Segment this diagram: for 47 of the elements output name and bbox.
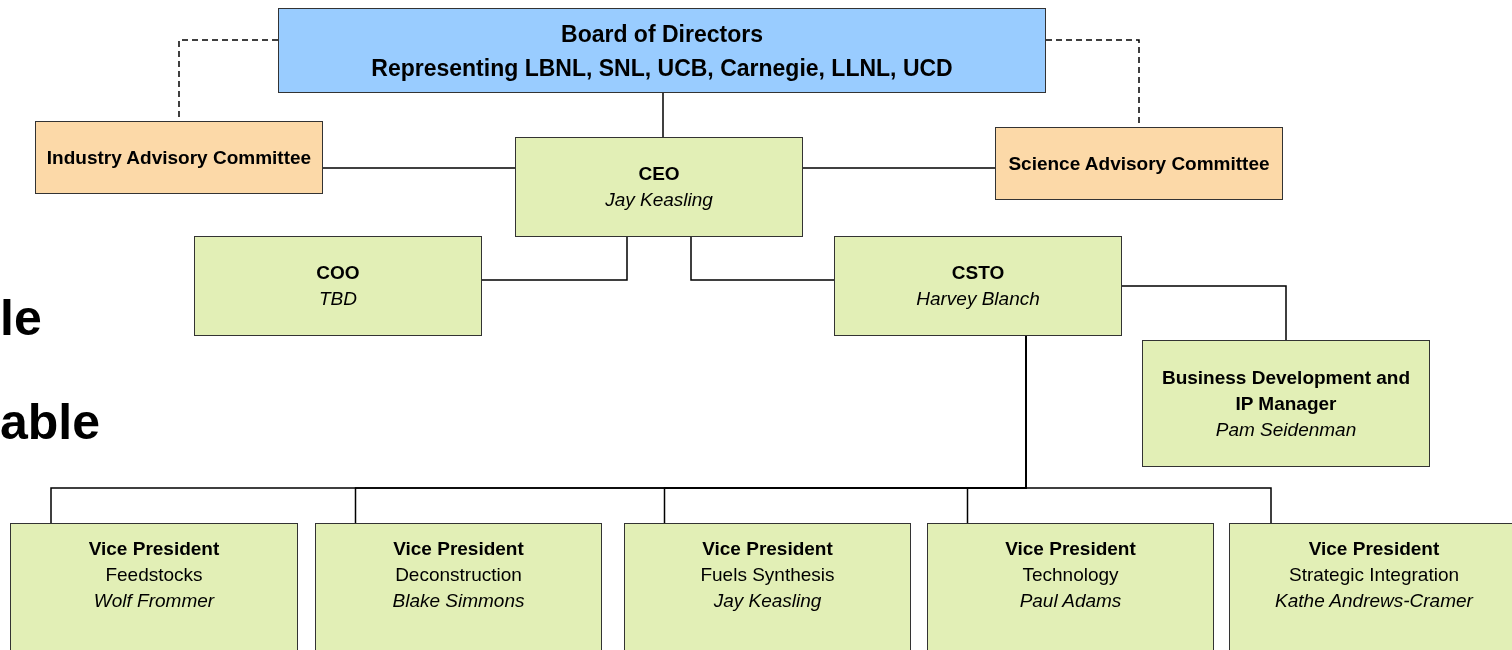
role-text: Blake Simmons xyxy=(392,589,525,613)
role-title: Industry Advisory Committee xyxy=(46,145,312,170)
role-box xyxy=(624,523,911,650)
role-box xyxy=(315,523,602,650)
role-text: Technology xyxy=(1022,563,1119,587)
connector-line xyxy=(322,167,516,169)
role-text: Fuels Synthesis xyxy=(700,563,835,587)
role-title: Vice President xyxy=(1308,537,1440,561)
role-text: TBD xyxy=(319,287,357,311)
role-text: Deconstruction xyxy=(395,563,522,587)
slide-text-fragment: le xyxy=(0,290,42,346)
role-box xyxy=(1142,340,1430,467)
role-text: Pam Seidenman xyxy=(1215,417,1357,442)
slide-text-fragment: able xyxy=(0,394,101,450)
connector-line xyxy=(662,92,664,138)
role-box xyxy=(515,137,803,237)
connector-line xyxy=(802,167,996,169)
role-text: Kathe Andrews-Cramer xyxy=(1275,589,1473,613)
board-box xyxy=(278,8,1046,93)
role-title: CEO xyxy=(638,162,680,186)
role-title: Board of Directors xyxy=(561,19,763,49)
role-text: Harvey Blanch xyxy=(916,287,1040,311)
role-box xyxy=(1229,523,1512,650)
role-title: Business Development and IP Manager xyxy=(1160,365,1412,416)
role-title: Vice President xyxy=(702,537,833,561)
role-text: Jay Keasling xyxy=(713,589,822,613)
role-text: Representing LBNL, SNL, UCB, Carnegie, LLNL, UCD xyxy=(371,53,953,83)
role-title: CSTO xyxy=(951,261,1005,285)
role-box xyxy=(834,236,1122,336)
role-box xyxy=(927,523,1214,650)
connector-line xyxy=(1121,285,1287,341)
role-title: Vice President xyxy=(393,537,524,561)
role-box xyxy=(194,236,482,336)
role-text: Jay Keasling xyxy=(605,188,713,212)
role-title: COO xyxy=(316,261,360,285)
role-title: Vice President xyxy=(88,537,220,561)
connector-line xyxy=(690,236,835,281)
role-title: Science Advisory Committee xyxy=(1008,151,1270,176)
role-box xyxy=(10,523,298,650)
role-title: Vice President xyxy=(1005,537,1136,561)
role-text: Strategic Integration xyxy=(1288,563,1459,587)
role-text: Feedstocks xyxy=(105,563,203,587)
role-box xyxy=(35,121,323,194)
connector-line xyxy=(481,236,628,281)
role-text: Paul Adams xyxy=(1019,589,1122,613)
role-box xyxy=(995,127,1283,200)
role-text: Wolf Frommer xyxy=(93,589,215,613)
